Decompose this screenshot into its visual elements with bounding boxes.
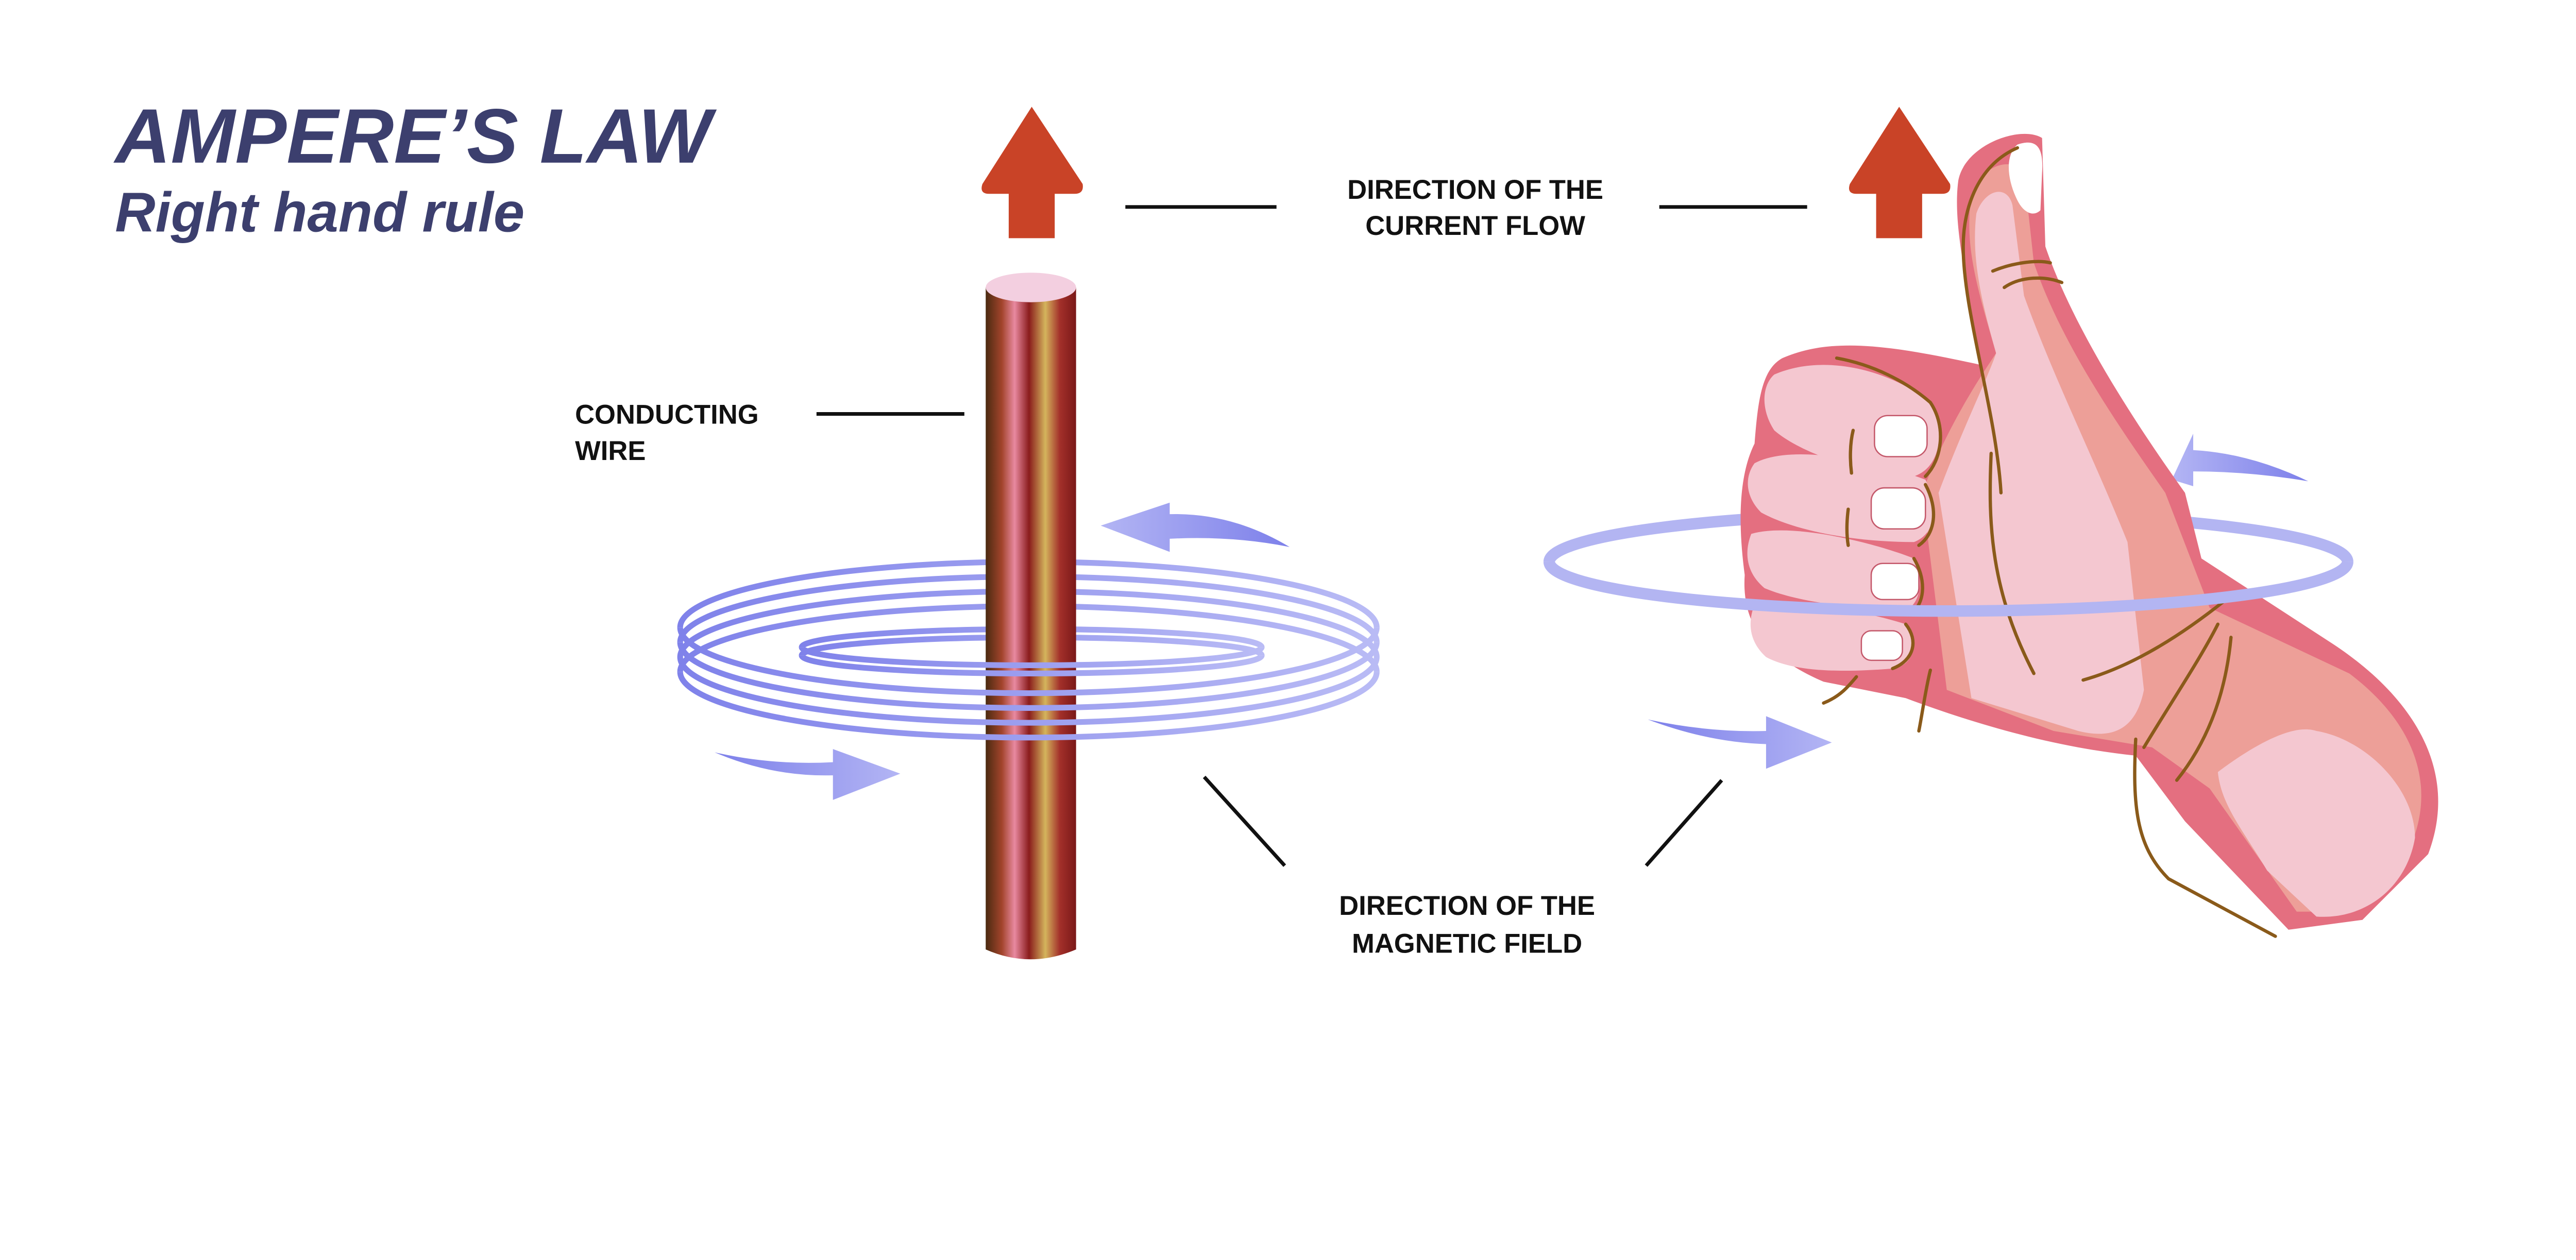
index-nail (1874, 415, 1928, 457)
field-label-line2: MAGNETIC FIELD (1352, 928, 1582, 959)
hand-field-arrow-lower-icon (1648, 716, 1832, 769)
wire-label-line2: WIRE (575, 436, 646, 466)
amperes-law-diagram: AMPERE’S LAW Right hand rule DIRECTION O… (113, 93, 2438, 960)
little-nail (1860, 630, 1903, 661)
right-hand-thumbs-up (1740, 133, 2438, 938)
field-label-line1: DIRECTION OF THE (1339, 891, 1595, 921)
hand-field-arrow-upper-icon (2172, 433, 2309, 486)
wire-label-line1: CONDUCTING (575, 400, 759, 430)
ring-nail (1870, 563, 1920, 601)
conducting-wire (986, 273, 1076, 960)
current-arrow-right-icon (1849, 107, 1951, 239)
middle-nail (1870, 487, 1926, 530)
field-arrow-lower-icon (715, 749, 901, 800)
field-leader-right (1645, 779, 1723, 867)
field-leader-left (1202, 775, 1286, 867)
page-title: AMPERE’S LAW (113, 93, 717, 179)
current-label-line2: CURRENT FLOW (1365, 211, 1585, 241)
field-arrow-upper-icon (1100, 502, 1290, 552)
hand-ring-front (1543, 561, 2353, 617)
current-arrow-left-icon (981, 107, 1083, 239)
thumb-nail (2008, 142, 2043, 214)
magnetic-field-rings-front (677, 627, 1380, 741)
page-subtitle: Right hand rule (115, 181, 524, 244)
hand-creases (1822, 146, 2277, 938)
current-label-line1: DIRECTION OF THE (1347, 175, 1603, 205)
